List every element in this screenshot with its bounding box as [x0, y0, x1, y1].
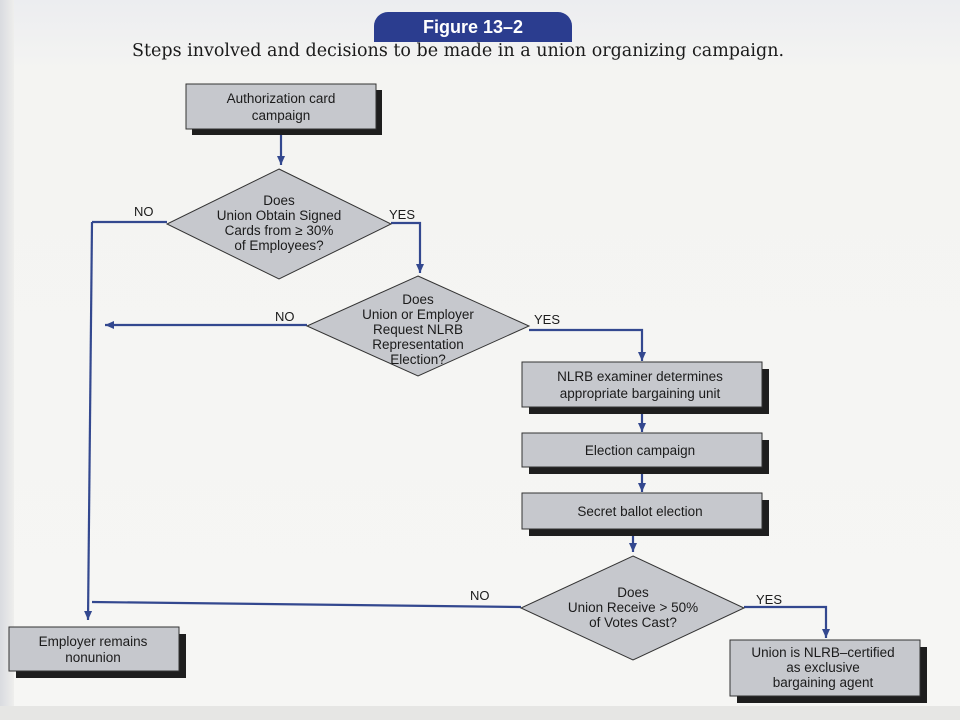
- label-d2-yes: YES: [534, 312, 560, 327]
- decision1-line2: Union Obtain Signed: [217, 208, 342, 223]
- step-nlrb-examiner: NLRB examiner determines appropriate barg…: [521, 361, 769, 414]
- step-nonunion-line1: Employer remains: [39, 634, 148, 649]
- decision2-line4: Representation: [372, 337, 464, 352]
- figure-tab: Figure 13–2: [374, 12, 572, 42]
- arrow-d3-no: [91, 600, 522, 609]
- label-d1-yes: YES: [389, 207, 415, 222]
- step-nlrb-line1: NLRB examiner determines: [557, 369, 723, 384]
- page-edge: [0, 0, 14, 720]
- arrow-d2-yes: [529, 328, 646, 361]
- label-d3-no: NO: [470, 588, 490, 603]
- step-certified-line2: as exclusive: [786, 660, 860, 675]
- label-d2-no: NO: [275, 309, 295, 324]
- decision3-line3: of Votes Cast?: [589, 615, 677, 630]
- step-election-campaign: Election campaign: [521, 432, 769, 474]
- decision2-line2: Union or Employer: [362, 307, 474, 322]
- decision2-line5: Election?: [390, 352, 446, 367]
- step-ballot-text: Secret ballot election: [577, 504, 702, 519]
- connectors: [84, 132, 830, 638]
- decision3-line1: Does: [617, 585, 649, 600]
- arrow-d3-yes: [744, 605, 830, 638]
- figure-caption: Steps involved and decisions to be made …: [132, 41, 785, 61]
- step-authorization: Authorization card campaign: [185, 83, 382, 135]
- step-certified-line3: bargaining agent: [773, 675, 874, 690]
- decision1-line3: Cards from ≥ 30%: [225, 223, 334, 238]
- decision2-line3: Request NLRB: [373, 322, 463, 337]
- label-d1-no: NO: [134, 204, 154, 219]
- step-secret-ballot: Secret ballot election: [521, 492, 769, 536]
- step-authorization-line2: campaign: [252, 108, 311, 123]
- decision3-line2: Union Receive > 50%: [568, 600, 698, 615]
- arrow-left-trunk: [84, 221, 94, 621]
- label-d3-yes: YES: [756, 592, 782, 607]
- step-election-text: Election campaign: [585, 443, 695, 458]
- step-nlrb-line2: appropriate bargaining unit: [560, 386, 721, 401]
- page-bottom-edge: [0, 706, 960, 720]
- decision1-line1: Does: [263, 193, 295, 208]
- decision2-line1: Does: [402, 292, 434, 307]
- step-authorization-line1: Authorization card: [227, 91, 336, 106]
- decision1-line4: of Employees?: [234, 238, 323, 253]
- step-certified-line1: Union is NLRB–certified: [751, 645, 894, 660]
- step-nonunion-line2: nonunion: [65, 650, 121, 665]
- arrow-d1-yes: [391, 221, 424, 273]
